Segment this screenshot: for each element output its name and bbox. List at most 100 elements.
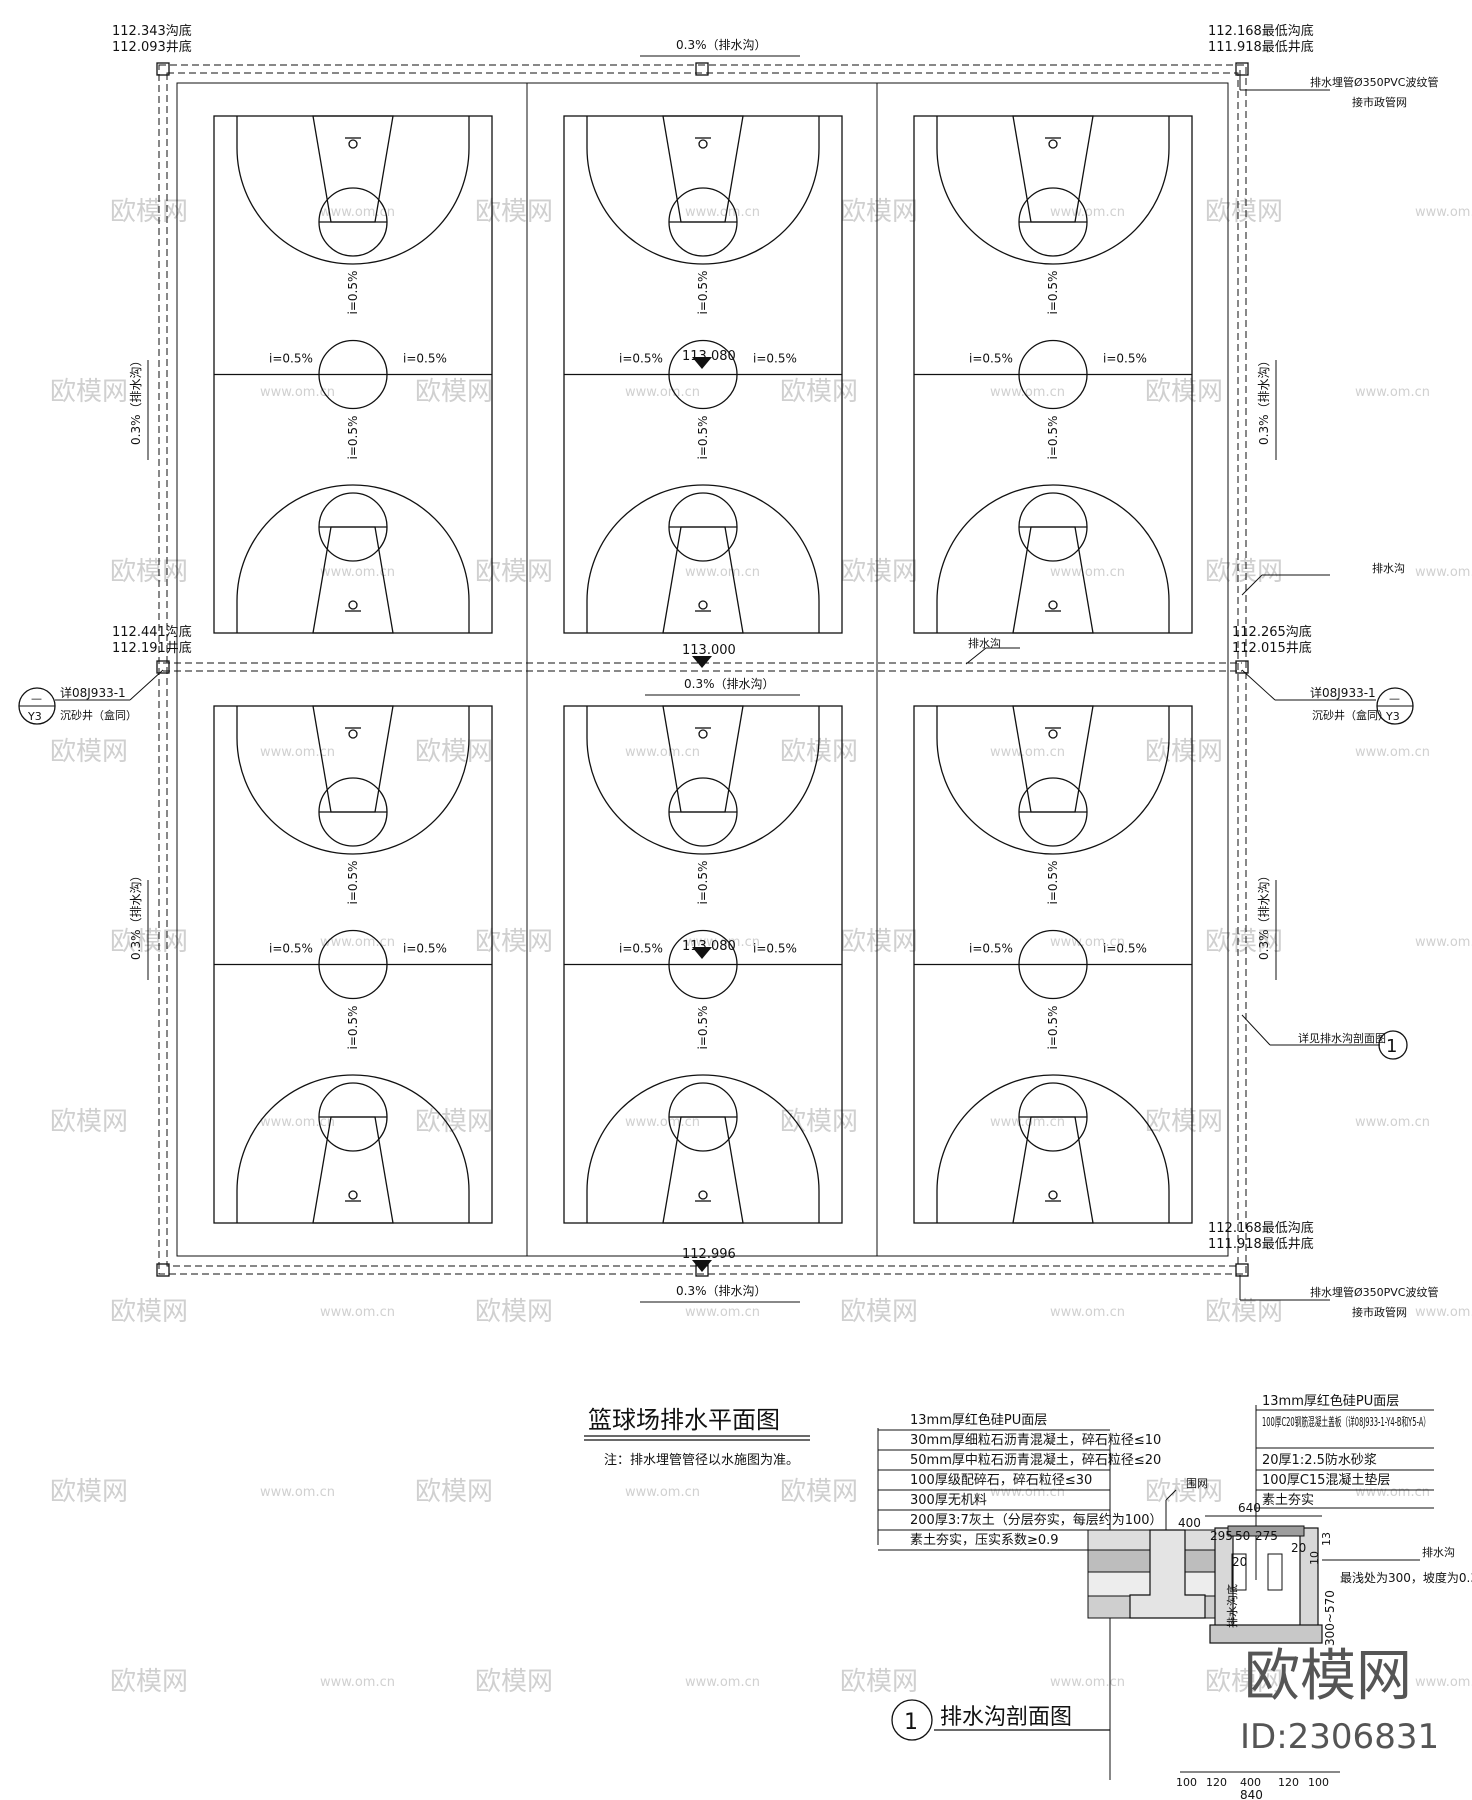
- watermark-layer: 欧模网 www.om.cn 欧模网 www.om.cn 欧模网 www.om.cn 欧模网 w…: [50, 197, 1472, 1697]
- dim-50: 50: [1235, 1529, 1250, 1543]
- watermark-site: www.om.cn: [1050, 1305, 1125, 1320]
- three-point-line: [936, 116, 1170, 265]
- key-lane: [662, 1116, 744, 1224]
- section-base-label: 排水沟底: [1225, 1584, 1239, 1628]
- court-slope-label: i=0.5%: [346, 1006, 360, 1050]
- dim-depth: 300~570: [1323, 1590, 1337, 1646]
- court-slope-label: i=0.5%: [696, 416, 710, 460]
- watermark-site: www.om.cn: [685, 565, 760, 580]
- trench-outer-line: [158, 64, 1247, 1275]
- section-depth-note: 最浅处为300，坡度为0.3%: [1340, 1570, 1472, 1585]
- elev-bottom-right-1: 112.168最低沟底: [1208, 1220, 1314, 1236]
- layer-right-1: 100厚C20钢筋混凝土盖板（详08J933-1-Y4-B和Y5-A）: [1262, 1414, 1430, 1429]
- watermark-brand: 欧模网: [110, 1667, 188, 1697]
- watermark-brand: 欧模网: [1145, 1107, 1223, 1137]
- sand-well: [1235, 660, 1249, 674]
- sand-well: [156, 1263, 170, 1277]
- watermark-brand: 欧模网: [1145, 1477, 1223, 1507]
- watermark-site: www.om.cn: [1050, 205, 1125, 220]
- center-circle: [1018, 339, 1088, 410]
- watermark-brand: 欧模网: [475, 197, 553, 227]
- center-circle: [668, 929, 738, 1000]
- court-slope-label: i=0.5%: [269, 352, 313, 366]
- elevation-marker: [692, 357, 712, 369]
- basket: [1048, 139, 1058, 149]
- basket: [1048, 1190, 1058, 1200]
- elev-mid-left-2: 112.191井底: [112, 640, 192, 656]
- three-point-line: [236, 706, 470, 855]
- watermark-brand: 欧模网: [840, 1667, 918, 1697]
- layer-right-4: 素土夯实: [1262, 1493, 1314, 1508]
- watermark-brand: 欧模网: [50, 1477, 128, 1507]
- key-lane: [1012, 526, 1094, 634]
- section-title-number: 1: [904, 1710, 918, 1735]
- layer-left-0: 13mm厚红色硅PU面层: [910, 1412, 1047, 1428]
- court-slope-label: i=0.5%: [696, 271, 710, 315]
- basketball-court: i=0.5%i=0.5%i=0.5%i=0.5%: [563, 705, 843, 1224]
- watermark-site: www.om.cn: [685, 1675, 760, 1690]
- layer-right-0: 13mm厚红色硅PU面层: [1262, 1393, 1399, 1409]
- watermark-brand: 欧模网: [475, 1667, 553, 1697]
- center-circle: [318, 339, 388, 410]
- basket: [698, 139, 708, 149]
- watermark-site: www.om.cn: [260, 1115, 335, 1130]
- basket: [698, 729, 708, 739]
- basket: [348, 139, 358, 149]
- court-slope-label: i=0.5%: [403, 942, 447, 956]
- elev-center-bottom: 112.996: [682, 1247, 736, 1262]
- three-point-line: [586, 706, 820, 855]
- well-name-right: 沉砂井（盒同）: [1312, 708, 1389, 722]
- basket: [348, 1190, 358, 1200]
- key-lane: [1012, 1116, 1094, 1224]
- drain-slope-top: 0.3%（排水沟）: [676, 38, 767, 52]
- drain-slope-mid: 0.3%（排水沟）: [684, 677, 775, 691]
- elev-mid-right-2: 112.015井底: [1232, 640, 1312, 656]
- watermark-site: www.om.cn: [1050, 935, 1125, 950]
- dim-total: 840: [1240, 1788, 1263, 1800]
- court-slope-label: i=0.5%: [1046, 861, 1060, 905]
- three-point-line: [586, 484, 820, 633]
- watermark-brand: 欧模网: [780, 377, 858, 407]
- watermark-brand: 欧模网: [780, 1107, 858, 1137]
- three-point-line: [236, 116, 470, 265]
- court-slope-label: i=0.5%: [1103, 352, 1147, 366]
- watermark-brand: 欧模网: [1205, 557, 1283, 587]
- dim-bottom-4: 100: [1308, 1776, 1329, 1789]
- watermark-site: www.om.cn: [625, 385, 700, 400]
- elev-top-right-1: 112.168最低沟底: [1208, 23, 1314, 39]
- sand-well: [156, 660, 170, 674]
- watermark-brand: 欧模网: [50, 377, 128, 407]
- trench-outer-line: [158, 64, 1247, 1275]
- trench-inner-line: [166, 72, 1239, 1267]
- layer-left-5: 200厚3:7灰土（分层夯实，每层约为100）: [910, 1512, 1163, 1528]
- watermark-brand: 欧模网: [1205, 927, 1283, 957]
- watermark-site: www.om.cn: [1415, 1305, 1472, 1320]
- watermark-site: www.om.cn: [1355, 745, 1430, 760]
- watermark-site: www.om.cn: [1415, 935, 1472, 950]
- basket: [348, 729, 358, 739]
- sand-well: [1235, 62, 1249, 76]
- watermark-brand: 欧模网: [50, 737, 128, 767]
- dim-top-400: 400: [1178, 1516, 1201, 1530]
- court-slope-label: i=0.5%: [403, 352, 447, 366]
- layer-table-right: 13mm厚红色硅PU面层 100厚C20钢筋混凝土盖板（详08J933-1-Y4…: [1255, 1393, 1434, 1509]
- layer-left-6: 素土夯实，压实系数≥0.9: [910, 1533, 1059, 1548]
- watermark-brand: 欧模网: [840, 1297, 918, 1327]
- plan-title: 篮球场排水平面图: [588, 1406, 780, 1434]
- elev-mid-right-1: 112.265沟底: [1232, 624, 1312, 640]
- watermark-brand: 欧模网: [1205, 197, 1283, 227]
- layer-right-2: 20厚1:2.5防水砂浆: [1262, 1452, 1377, 1468]
- watermark-brand: 欧模网: [415, 737, 493, 767]
- watermark-site: www.om.cn: [1355, 1115, 1430, 1130]
- watermark-brand: 欧模网: [110, 557, 188, 587]
- key-lane: [312, 1116, 394, 1224]
- three-point-line: [936, 1074, 1170, 1223]
- basketball-court: i=0.5%i=0.5%i=0.5%i=0.5%: [213, 115, 493, 634]
- drain-slope-right-b: 0.3%（排水沟）: [1257, 870, 1271, 961]
- pipe-note-bottom-1: 排水埋管Ø350PVC波纹管: [1310, 1285, 1439, 1299]
- watermark-site: www.om.cn: [1415, 1675, 1472, 1690]
- court-slope-label: i=0.5%: [619, 942, 663, 956]
- court-slope-label: i=0.5%: [969, 352, 1013, 366]
- section-title-circle: [891, 1699, 933, 1741]
